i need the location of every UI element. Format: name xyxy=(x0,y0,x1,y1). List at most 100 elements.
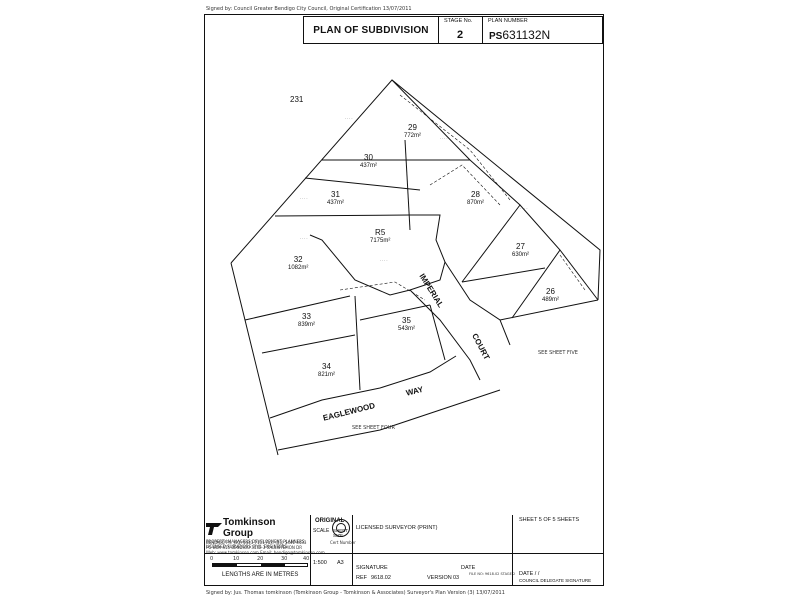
lot-area: 437m² xyxy=(327,200,345,206)
cert-number-label: Cert Number xyxy=(330,540,356,545)
council-cell: SHEET 5 OF 5 SHEETS DATE / / COUNCIL DEL… xyxy=(512,515,604,586)
plan-number-label: PLAN NUMBER xyxy=(488,18,528,24)
dim-label: · · · · xyxy=(380,259,388,263)
lot-area: 437m² xyxy=(360,163,378,169)
company-name: Tomkinson Group xyxy=(222,517,276,539)
see-sheet-four: SEE SHEET FOUR xyxy=(352,425,395,431)
company-block: Tomkinson Group PROPERTY MANAGERS DEVELO… xyxy=(206,517,308,549)
stage-value: 2 xyxy=(457,29,464,41)
lot-number: 27 xyxy=(516,242,525,251)
scale-tick: 20 xyxy=(257,556,264,562)
scale-tick: 30 xyxy=(281,556,288,562)
sheets-label: SHEET 5 OF 5 SHEETS xyxy=(519,517,580,523)
eaglewood-way-north-edge xyxy=(269,355,457,419)
lot30-31-boundary xyxy=(304,177,421,191)
plan-number-value: 631132N xyxy=(502,28,551,42)
scale-cell: ORIGINAL SCALE SHEET SIZE 1:500 A3 xyxy=(310,515,352,586)
easement-line-3 xyxy=(339,281,426,301)
lot-35: 35 543m² xyxy=(398,316,415,334)
lot-28: 28 870m² xyxy=(467,190,484,208)
plan-prefix: PS xyxy=(489,31,503,42)
imperial-court-east-edge xyxy=(444,261,511,346)
contact-line: BENDIGO Ph: (03) 5441 7111 Fax: (03) 544… xyxy=(206,540,307,545)
original-label: ORIGINAL xyxy=(315,518,345,524)
easement-line-1 xyxy=(399,94,511,201)
lot-area: 821m² xyxy=(318,372,336,378)
scale-tick: 10 xyxy=(233,556,240,562)
lot35-north xyxy=(359,304,431,321)
surveyor-label: LICENSED SURVEYOR (PRINT) xyxy=(356,525,438,531)
scale-value: 1:500 xyxy=(313,560,327,566)
lot-area: 489m² xyxy=(542,297,560,303)
lot-number: 26 xyxy=(546,287,555,296)
lot-area: 543m² xyxy=(398,326,416,332)
see-sheet-five: SEE SHEET FIVE xyxy=(538,350,578,356)
lot-area: 630m² xyxy=(512,252,530,258)
contact-line: Web: www.tomkinson.com Email: bendigo@to… xyxy=(206,550,325,555)
version-value: 03 xyxy=(453,575,460,581)
contact-block: BENDIGO Ph: (03) 5441 7111 Fax: (03) 544… xyxy=(206,540,325,555)
signed-note-top: Signed by: Council Greater Bendigo City … xyxy=(206,6,412,12)
lot29-east-boundary xyxy=(391,79,471,161)
dim-label: · · · · xyxy=(300,237,308,241)
lot-area: 1082m² xyxy=(288,265,309,271)
ref-value: 9618.02 xyxy=(371,575,391,581)
dim-label: · · · · xyxy=(440,137,448,141)
plan-number: PS631132N xyxy=(489,26,550,44)
contact-line: PO BOX 415 BENDIGO 3552 3 CALLISTEMON DR xyxy=(206,545,303,550)
reserve-r5-outline xyxy=(309,214,446,296)
lot-area: 839m² xyxy=(298,322,316,328)
dim-label: · · · · xyxy=(300,197,308,201)
signed-note-bottom: Signed by: Jus. Thomas tomkinson (Tomkin… xyxy=(206,590,505,596)
sheet-size-label: SHEET SIZE xyxy=(333,528,348,538)
lot-30: 30 437m² xyxy=(360,153,377,171)
lots-east-line xyxy=(404,139,411,231)
eaglewood-way-south-edge xyxy=(277,389,501,451)
ref-label: REF xyxy=(356,575,367,581)
lot-33: 33 839m² xyxy=(298,312,315,330)
lot-29: 29 772m² xyxy=(404,123,421,141)
lot-number: 33 xyxy=(302,312,311,321)
lot-32: 32 1082m² xyxy=(288,255,308,273)
scale-tick: 40 xyxy=(303,556,310,562)
lot31-32-boundary xyxy=(274,214,411,217)
stage-cell: STAGE No. 2 xyxy=(438,17,482,43)
plan-sheet-frame xyxy=(204,14,604,586)
lot-number: 34 xyxy=(322,362,331,371)
lot-number: 35 xyxy=(402,316,411,325)
imperial-court-west-edge xyxy=(409,289,481,381)
lot33-34-boundary xyxy=(261,334,356,354)
bottom-divider xyxy=(204,553,604,554)
lot-area: 772m² xyxy=(404,133,422,139)
lot-number: 28 xyxy=(471,190,480,199)
dim-label: · · · · xyxy=(520,207,528,211)
file-reference: FILE NO: 9618.02 STAGE 2 xyxy=(469,572,516,576)
dim-label: · · · · xyxy=(345,117,353,121)
lot27-28-divide xyxy=(461,267,546,283)
lot26-east xyxy=(559,249,599,301)
easement-line-2 xyxy=(429,164,501,206)
date-label: DATE xyxy=(461,565,476,571)
company-line: PROPERTY MANAGERS DEVELOPMENT PLANNERS xyxy=(206,539,305,544)
lot-27: 27 630m² xyxy=(512,242,529,260)
reserve-r5: R5 7175m² xyxy=(370,228,390,246)
version-label: VERSION xyxy=(427,575,452,581)
council-date: DATE / / xyxy=(519,571,540,577)
lot35-east xyxy=(429,304,446,361)
lot-number: 30 xyxy=(364,153,373,162)
lot-26: 26 489m² xyxy=(542,287,559,305)
tomkinson-logo-icon xyxy=(206,523,222,535)
lot-number: R5 xyxy=(375,228,386,237)
lengths-note: LENGTHS ARE IN METRES xyxy=(222,572,299,578)
lot32-33-boundary xyxy=(244,295,351,321)
title-block: PLAN OF SUBDIVISION STAGE No. 2 PLAN NUM… xyxy=(303,16,603,44)
adjacent-lot-231: 231 xyxy=(290,95,304,104)
scale-label: SCALE xyxy=(313,528,330,534)
lot-area: 870m² xyxy=(467,200,485,206)
company-line: LICENSED SURVEYORS CIVIL ENGINEERS xyxy=(206,544,287,549)
lot-number: 31 xyxy=(331,190,340,199)
lot-34: 34 821m² xyxy=(318,362,335,380)
signature-label: SIGNATURE xyxy=(356,565,388,571)
lot26-south xyxy=(499,299,599,321)
